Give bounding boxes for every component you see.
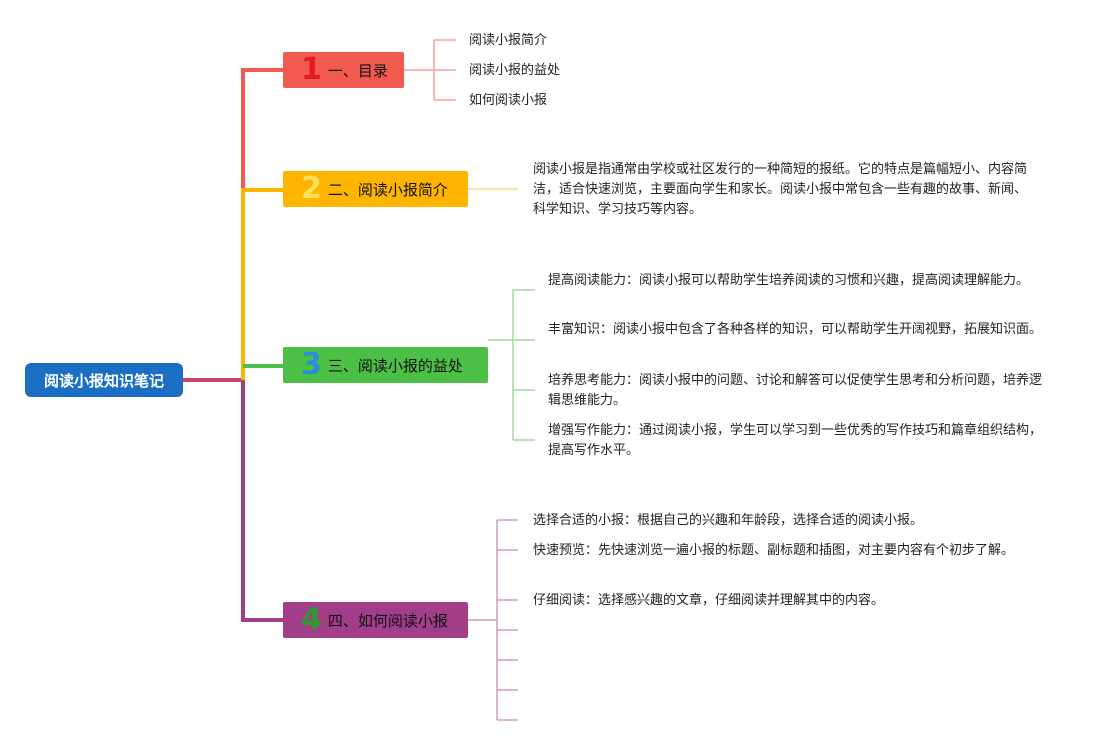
branch-number: 1: [301, 52, 322, 87]
branch-label: 二、阅读小报简介: [327, 180, 448, 199]
branch-number: 2: [301, 171, 322, 206]
leaf-node[interactable]: 仔细阅读：选择感兴趣的文章，仔细阅读并理解其中的内容。: [533, 593, 885, 608]
branch-number: 3: [301, 347, 322, 382]
branch-label: 四、如何阅读小报: [327, 611, 448, 630]
leaf-node[interactable]: 阅读小报的益处: [469, 63, 561, 78]
leaf-node[interactable]: 阅读小报简介: [469, 33, 548, 48]
branch-label: 一、目录: [327, 61, 388, 80]
leaf-node[interactable]: 提高阅读能力：阅读小报可以帮助学生培养阅读的习惯和兴趣，提高阅读理解能力。: [548, 273, 1030, 288]
leaf-node[interactable]: 选择合适的小报：根据自己的兴趣和年龄段，选择合适的阅读小报。: [533, 513, 924, 528]
leaf-node[interactable]: 阅读小报是指通常由学校或社区发行的一种简短的报纸。它的特点是篇幅短小、内容简洁，…: [533, 162, 1028, 217]
leaf-node[interactable]: 培养思考能力：阅读小报中的问题、讨论和解答可以促使学生思考和分析问题，培养逻辑思…: [548, 373, 1043, 408]
root-node[interactable]: 阅读小报知识笔记: [25, 363, 183, 397]
branch-node-1[interactable]: 1 一、目录: [283, 52, 404, 88]
leaf-node[interactable]: 如何阅读小报: [469, 93, 548, 108]
branch-node-2[interactable]: 2 二、阅读小报简介: [283, 171, 468, 207]
root-label: 阅读小报知识笔记: [43, 371, 164, 390]
branch-node-3[interactable]: 3 三、阅读小报的益处: [283, 347, 488, 383]
leaf-node[interactable]: 增强写作能力：通过阅读小报，学生可以学习到一些优秀的写作技巧和篇章组织结构，提高…: [548, 423, 1043, 458]
branch-node-4[interactable]: 4 四、如何阅读小报: [283, 602, 468, 638]
branch-number: 4: [301, 602, 322, 637]
leaf-node[interactable]: 丰富知识：阅读小报中包含了各种各样的知识，可以帮助学生开阔视野，拓展知识面。: [548, 322, 1043, 337]
leaf-node[interactable]: 快速预览：先快速浏览一遍小报的标题、副标题和插图，对主要内容有个初步了解。: [533, 543, 1015, 558]
branch-label: 三、阅读小报的益处: [327, 356, 463, 375]
